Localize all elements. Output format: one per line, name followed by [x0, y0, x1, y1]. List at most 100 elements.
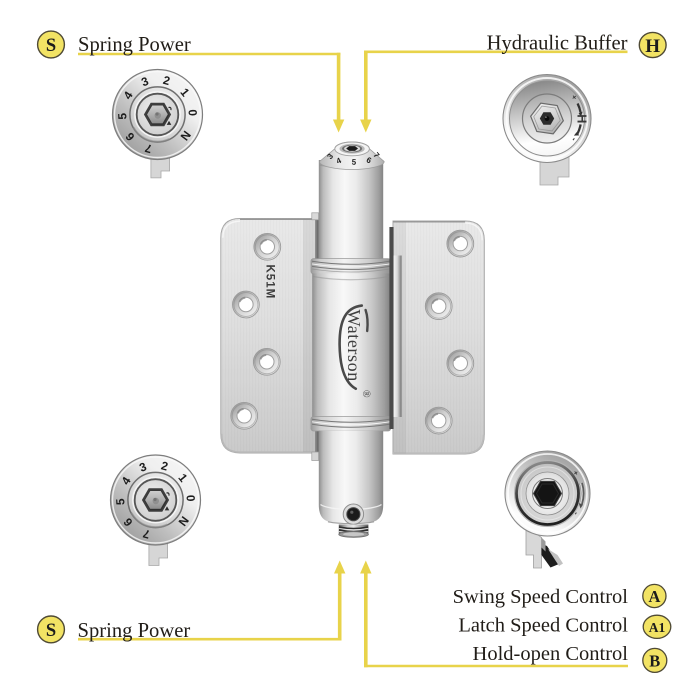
indicator-mark — [166, 492, 170, 496]
label-spring-power-bottom: Spring Power — [78, 620, 191, 642]
screw-holes-left — [230, 232, 282, 430]
hex-socket — [141, 488, 170, 512]
brand-swoosh-short — [364, 308, 369, 333]
barrel-upper — [318, 160, 384, 260]
barrel-collar-bottom — [310, 416, 392, 432]
bottom-set-screw — [342, 503, 365, 525]
speed-dial: + - — [504, 450, 591, 569]
screw-hole — [446, 229, 475, 258]
badge-letter-h: H — [645, 36, 660, 57]
arrow-head — [573, 132, 580, 136]
screw-holes-right — [424, 229, 475, 435]
cap-number: 3 — [325, 151, 335, 161]
dial-number: 0 — [184, 495, 198, 503]
barrel-middle — [312, 273, 390, 418]
hex-socket — [532, 480, 563, 507]
cap-number: 5 — [352, 158, 357, 167]
screw-hole — [230, 401, 259, 430]
right-plate-seam — [389, 227, 402, 429]
label-hold-open: Hold-open Control — [473, 643, 629, 665]
minus-mark: - — [569, 135, 579, 144]
badge-hydraulic — [638, 31, 667, 59]
barrel-collar-top — [310, 258, 392, 275]
arrow-head-up — [334, 560, 346, 574]
barrel: 3 4 5 6 7 — [310, 141, 392, 538]
cap-number: 6 — [365, 155, 373, 165]
label-swing-speed: Swing Speed Control — [453, 586, 629, 608]
dial-number: 0 — [186, 109, 200, 117]
cap-hex-socket — [346, 146, 358, 151]
cap-number: 4 — [335, 156, 343, 166]
dial-number: 2 — [162, 73, 172, 88]
dial-number: 7 — [143, 141, 153, 156]
callout-latch-speed: A1 Latch Speed Control — [458, 614, 672, 640]
badge-letter-s: S — [46, 621, 56, 641]
hydraulic-markings: + H - — [569, 93, 588, 144]
callout-spring-top: S Spring Power — [36, 30, 191, 59]
screw-hole — [424, 406, 453, 435]
callout-swing-speed: A Swing Speed Control — [453, 583, 667, 609]
latch-mechanism — [525, 525, 563, 569]
knuckle-step-bottom — [311, 451, 319, 461]
hex-socket — [143, 102, 172, 127]
speed-markings: + - — [571, 468, 585, 518]
label-spring-power-top: Spring Power — [78, 34, 191, 56]
brand-text: Waterson — [344, 310, 364, 382]
barrel-lower — [318, 430, 384, 524]
hinge-illustration: K51M — [220, 141, 485, 538]
badge-latch-speed — [642, 614, 672, 640]
dial-number: 2 — [160, 458, 170, 473]
brand-swoosh-long — [338, 304, 364, 391]
indicator-triangle — [166, 120, 172, 125]
screw-hole — [446, 349, 475, 378]
badge-letter-s: S — [46, 36, 56, 56]
badge-letter-a1: A1 — [649, 620, 666, 635]
screw-hole — [253, 232, 282, 261]
dial-number: 5 — [113, 498, 127, 506]
model-number-text: K51M — [264, 265, 276, 300]
label-hydraulic-buffer: Hydraulic Buffer — [487, 32, 628, 54]
badge-spring-top — [36, 30, 66, 59]
arrow-head-up — [360, 560, 372, 574]
threaded-nipple — [338, 524, 369, 538]
callout-spring-bottom: S Spring Power — [36, 615, 191, 644]
callout-line-spring-top — [78, 52, 345, 133]
arrow-head — [578, 503, 584, 509]
callout-hold-open: B Hold-open Control — [473, 643, 668, 674]
arrow-groove-light — [579, 483, 583, 504]
badge-swing-speed — [642, 583, 667, 609]
h-mark: H — [574, 114, 588, 123]
hex-boss — [529, 102, 565, 135]
callout-line-spring-bottom — [78, 560, 346, 641]
screw-hole — [424, 292, 453, 321]
plus-mark: + — [571, 468, 581, 477]
minus-mark: - — [572, 510, 581, 518]
screw-hole — [232, 290, 260, 319]
dial-number: 5 — [115, 112, 129, 120]
right-leaf-plate — [392, 220, 485, 455]
dial-number: 3 — [137, 459, 149, 475]
dial-number: 7 — [141, 526, 151, 541]
brand-logo: Waterson ® — [338, 304, 371, 398]
cap-dial: 3 4 5 6 7 — [319, 141, 385, 170]
knuckle-step-top — [311, 212, 319, 221]
badge-letter-b: B — [649, 651, 660, 670]
label-latch-speed: Latch Speed Control — [458, 614, 628, 636]
dial-number: 3 — [139, 74, 151, 90]
indicator-triangle — [164, 506, 170, 511]
arrow-head-down — [360, 119, 372, 133]
spring-dial-bottom: N 0 1 2 3 4 5 6 7 — [109, 454, 202, 566]
arrow-head-down — [332, 119, 345, 133]
cap-number: 7 — [371, 151, 381, 161]
badge-letter-a: A — [648, 587, 660, 606]
callout-lines — [78, 50, 628, 668]
callout-line-hydraulic — [360, 50, 628, 133]
hydraulic-dial: + H - — [502, 73, 592, 186]
callout-hydraulic: H Hydraulic Buffer — [487, 31, 667, 59]
plus-mark: + — [569, 93, 579, 102]
badge-hold-open — [642, 647, 668, 674]
indicator-mark — [168, 106, 172, 111]
badge-spring-bottom — [36, 615, 66, 644]
brand-registered-mark: ® — [360, 390, 371, 398]
